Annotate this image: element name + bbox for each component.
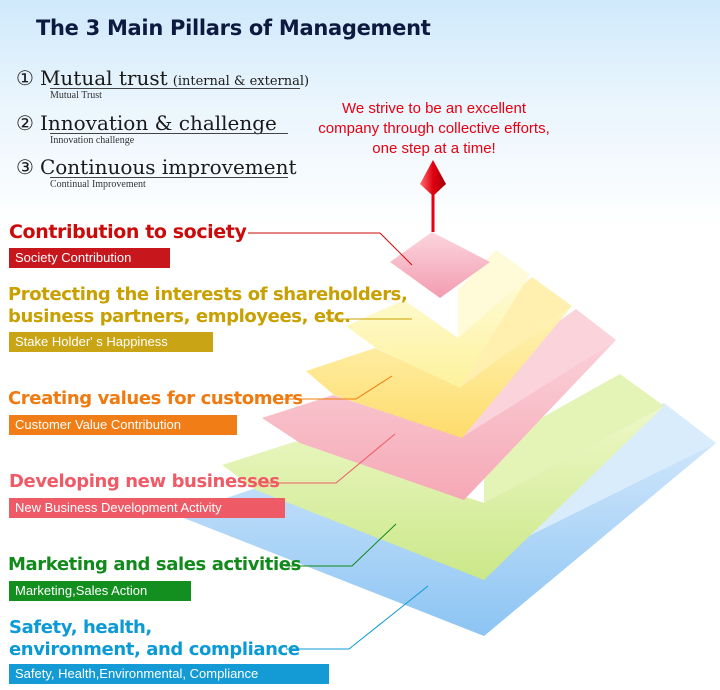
page-title: The 3 Main Pillars of Management: [36, 16, 431, 40]
layer-marketing: [222, 406, 664, 580]
pillar-label: Innovation & challenge: [39, 111, 277, 135]
pillar-label: Continuous improvement: [39, 155, 297, 179]
layer-stakeholders: [346, 274, 530, 388]
level-title-society: Contribution to society: [9, 221, 247, 243]
layer-safety: [176, 443, 716, 636]
pillar-number: ①: [16, 66, 34, 90]
pillar-underline: [50, 133, 288, 134]
level-title-safety: Safety, health,: [9, 617, 152, 638]
pillar-underline: [50, 88, 300, 89]
level-tag-society: Society Contribution: [9, 248, 170, 268]
leader-line-safety: [286, 585, 429, 650]
layer-marketing-right: [484, 374, 664, 503]
pillar-number: ②: [16, 111, 34, 135]
layer-customers: [306, 306, 572, 438]
layer-customers-right: [460, 277, 572, 387]
pillar-number: ③: [16, 155, 34, 179]
pillar-sub-label: Continual Improvement: [50, 179, 146, 190]
level-tag-marketing: Marketing,Sales Action: [9, 581, 191, 601]
pillar-sub-label: Mutual Trust: [50, 90, 102, 101]
level-title-stakeholders-line2: business partners, employees, etc.: [8, 306, 351, 327]
layer-new-business-right: [462, 309, 616, 437]
leader-line-customers: [284, 375, 393, 400]
level-tag-stakeholders: Stake Holder' s Happiness: [9, 332, 213, 352]
red-gem-icon: [420, 160, 446, 196]
slogan-line: We strive to be an excellent: [342, 100, 526, 117]
pillar-underline: [50, 177, 288, 178]
level-tag-customers: Customer Value Contribution: [9, 415, 237, 435]
pillar-label: Mutual trust: [39, 66, 168, 90]
leader-line-new-business: [263, 433, 396, 484]
level-title-safety-line2: environment, and compliance: [9, 639, 300, 660]
slogan-line: one step at a time!: [372, 140, 496, 157]
pillar-sub-label: Innovation challenge: [50, 135, 135, 146]
level-title-new-business: Developing new businesses: [9, 471, 280, 492]
slogan: We strive to be an excellent company thr…: [296, 99, 572, 159]
header-background: [0, 0, 720, 230]
level-title-stakeholders: Protecting the interests of shareholders…: [8, 284, 408, 305]
level-title-marketing: Marketing and sales activities: [8, 554, 301, 575]
layer-society: [390, 232, 490, 298]
level-tag-safety: Safety, Health,Environmental, Compliance: [9, 664, 329, 684]
pillar-note: (internal & external): [172, 74, 310, 89]
leader-line-society: [248, 232, 413, 266]
level-title-customers: Creating values for customers: [8, 388, 303, 409]
level-tag-new-business: New Business Development Activity: [9, 498, 285, 518]
slogan-line: company through collective efforts,: [318, 120, 550, 137]
leader-line-marketing: [285, 523, 397, 567]
layer-new-business: [262, 340, 616, 500]
